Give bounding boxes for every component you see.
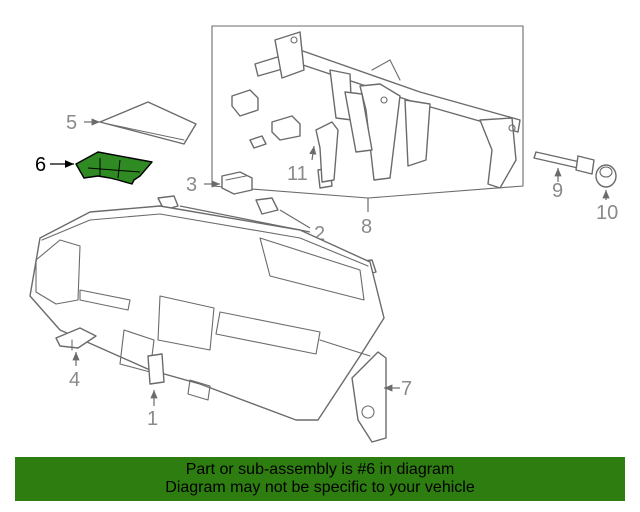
callout-1: 1 (147, 408, 158, 430)
part-6-duct-highlighted[interactable] (75, 151, 153, 185)
callout-4: 4 (69, 369, 80, 391)
callout-6: 6 (35, 154, 46, 176)
callout-3: 3 (186, 174, 197, 196)
bracket-clip-upper (231, 89, 333, 189)
part-4-clip[interactable] (55, 327, 97, 351)
leader-11 (309, 145, 317, 161)
part-8-hanger-beam[interactable] (254, 31, 521, 189)
callout-5: 5 (66, 112, 77, 134)
part-7-side-panel[interactable] (351, 351, 387, 443)
part-11-bracket[interactable] (315, 121, 339, 183)
info-banner: Part or sub-assembly is #6 in diagram Di… (15, 457, 625, 501)
part-5-cover[interactable] (99, 101, 197, 145)
instrument-panel (29, 205, 385, 421)
part-1-bracket[interactable] (147, 353, 165, 385)
callout-10: 10 (596, 202, 618, 224)
part-3-switch[interactable] (221, 171, 253, 195)
callout-2: 2 (314, 223, 325, 245)
part-10-nut[interactable] (595, 164, 617, 188)
callout-9: 9 (552, 180, 563, 202)
hanger-beam-box (211, 25, 524, 199)
callout-8: 8 (361, 216, 372, 238)
banner-line-2: Diagram may not be specific to your vehi… (165, 479, 475, 496)
callout-11: 11 (287, 163, 308, 185)
part-9-bolt[interactable] (533, 151, 595, 175)
callout-7: 7 (401, 378, 412, 400)
banner-line-1: Part or sub-assembly is #6 in diagram (185, 461, 455, 478)
